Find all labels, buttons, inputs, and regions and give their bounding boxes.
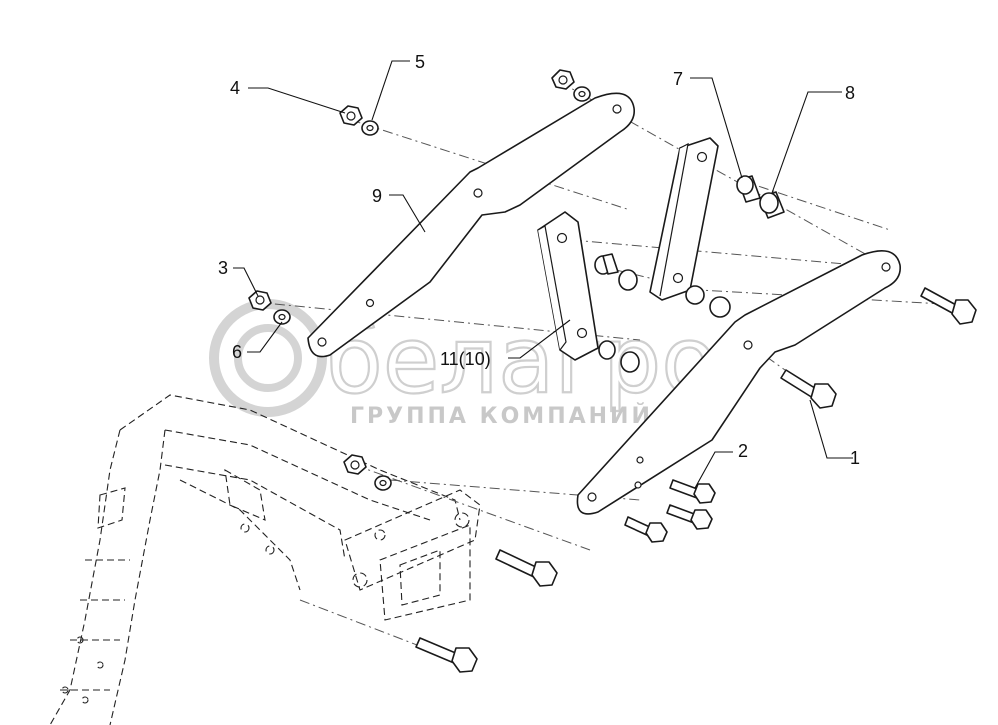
washer-part-5 bbox=[361, 120, 379, 136]
nut-lower bbox=[343, 454, 367, 475]
callout-2: 2 bbox=[738, 441, 748, 461]
watermark-ring-outer bbox=[209, 299, 327, 417]
bolt-right bbox=[920, 287, 977, 325]
bushings bbox=[594, 175, 785, 373]
watermark-brand: белагро bbox=[326, 307, 718, 414]
arm-1-hole-top bbox=[881, 262, 891, 272]
plate-11-hole-top bbox=[556, 232, 568, 244]
washer-part-6 bbox=[273, 309, 291, 325]
bushing-c bbox=[685, 285, 705, 305]
plate-11-hole-bottom bbox=[576, 327, 588, 339]
bushing-f bbox=[620, 351, 640, 373]
bolts bbox=[415, 287, 977, 673]
washer-top-right bbox=[573, 86, 591, 102]
watermark-logo: белагро ГРУППА КОМПАНИЙ bbox=[209, 299, 719, 429]
arm-1-hole-mid bbox=[743, 340, 753, 350]
callout-5: 5 bbox=[415, 52, 425, 72]
callout-labels: 1 2 3 4 5 6 7 8 9 11(10) bbox=[218, 52, 860, 468]
arm-9-hole-end bbox=[317, 337, 327, 347]
nut-part-4 bbox=[339, 105, 363, 126]
bolt-small-lower bbox=[624, 516, 668, 543]
bushing-part-7 bbox=[736, 175, 761, 203]
callout-1: 1 bbox=[850, 448, 860, 468]
nut-top-right bbox=[551, 69, 575, 90]
callout-4: 4 bbox=[230, 78, 240, 98]
arm-1-hole-b bbox=[634, 481, 642, 489]
bushing-e bbox=[598, 340, 616, 360]
bushing-part-8 bbox=[759, 191, 785, 219]
bushing-d bbox=[709, 296, 731, 318]
arm-9-hole-low bbox=[365, 298, 375, 308]
arm-part-1 bbox=[576, 249, 902, 515]
plate-10-hole-bottom bbox=[672, 272, 684, 284]
callout-8: 8 bbox=[845, 83, 855, 103]
nut-part-3 bbox=[248, 290, 272, 311]
bushing-a bbox=[594, 253, 619, 275]
callout-7: 7 bbox=[673, 69, 683, 89]
plate-part-11 bbox=[537, 211, 599, 361]
watermark-subtitle: ГРУППА КОМПАНИЙ bbox=[350, 403, 653, 429]
bushing-b bbox=[618, 269, 638, 291]
arm-1-hole-end bbox=[587, 492, 597, 502]
plate-part-10 bbox=[649, 137, 719, 301]
callout-6: 6 bbox=[232, 342, 242, 362]
leader-lines bbox=[233, 60, 853, 489]
callout-3: 3 bbox=[218, 258, 228, 278]
tractor-frame-outline bbox=[49, 394, 481, 725]
bolt-part-1 bbox=[780, 369, 837, 409]
arm-9-hole-top bbox=[612, 104, 622, 114]
bolt-part-2-b bbox=[666, 504, 713, 530]
callout-11: 11(10) bbox=[440, 349, 491, 369]
arm-part-9 bbox=[307, 92, 636, 358]
plate-10-hole-top bbox=[696, 151, 708, 163]
nuts-and-washers bbox=[248, 69, 591, 491]
watermark-ring-inner bbox=[234, 324, 302, 392]
washer-lower bbox=[374, 475, 392, 491]
bolt-lower-left bbox=[415, 637, 478, 673]
arm-9-hole-mid bbox=[473, 188, 483, 198]
callout-9: 9 bbox=[372, 186, 382, 206]
arm-1-hole-a bbox=[636, 456, 644, 464]
bolt-lower-middle bbox=[495, 549, 558, 587]
bolt-part-2-a bbox=[669, 479, 716, 504]
